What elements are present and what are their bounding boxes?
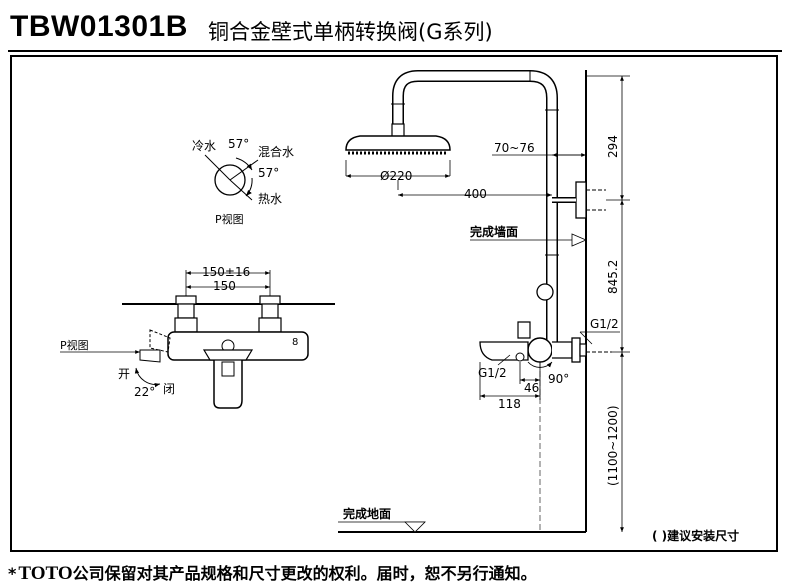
- dim-845-label: 845.2: [606, 260, 620, 294]
- thread-right-label: G1/2: [590, 317, 619, 331]
- dim-150: 150: [213, 279, 236, 293]
- hot-line: [229, 179, 253, 201]
- dim-46-label: 46: [524, 381, 539, 395]
- shower-pipe: [392, 70, 558, 350]
- handle-circle: [214, 164, 246, 196]
- title-bar: TBW01301B 铜合金壁式单柄转换阀(G系列): [8, 2, 782, 52]
- valve-mark: 8: [292, 337, 298, 348]
- mixed-line: [229, 159, 259, 181]
- offset-70-76-label: 70~76: [494, 141, 535, 155]
- spout: [213, 360, 243, 409]
- valve-front-view: 150±16 150 8 P视图 开 22° 闭: [60, 265, 335, 409]
- close-label: 闭: [163, 382, 175, 396]
- lever-angle-label: 22°: [134, 385, 155, 399]
- p-view-label: P视图: [215, 212, 244, 226]
- head-diameter-label: Ø220: [380, 169, 412, 183]
- thread-left-label: G1/2: [478, 366, 507, 380]
- dim-294-label: 294: [606, 135, 620, 158]
- p-view-front-label: P视图: [60, 338, 89, 352]
- disclaimer-text: 公司保留对其产品规格和尺寸更改的权利。届时，恕不另行通知。: [72, 564, 537, 583]
- angle-bottom-label: 57°: [258, 166, 279, 180]
- handle-angle-diagram: 冷水 57° 混合水 57° 热水 P视图: [192, 137, 294, 226]
- angle-arc-bottom: [245, 177, 253, 197]
- cold-water-label: 冷水: [192, 139, 216, 153]
- asterisk: *: [8, 564, 17, 583]
- dim-90-label: 90°: [548, 372, 569, 386]
- dim-install-label: (1100~1200): [606, 406, 620, 487]
- dim-150-16: 150±16: [202, 265, 250, 279]
- shower-side-view: 完成地面 Ø220 400 70~76 完成墙面: [338, 70, 739, 543]
- mixer-valve: [527, 337, 553, 363]
- model-number: TBW01301B: [10, 10, 188, 43]
- install-note: ( )建议安装尺寸: [652, 528, 739, 543]
- disclaimer: *TOTO公司保留对其产品规格和尺寸更改的权利。届时，恕不另行通知。: [8, 560, 537, 585]
- title-rule: [8, 50, 782, 52]
- hot-water-label: 热水: [258, 192, 282, 206]
- drawing-frame: [10, 55, 778, 552]
- angle-top-label: 57°: [228, 137, 249, 151]
- finished-wall-label: 完成墙面: [470, 224, 518, 239]
- shower-head: [345, 135, 451, 151]
- open-label: 开: [118, 367, 130, 381]
- dim-118-label: 118: [498, 397, 521, 411]
- finished-floor-label: 完成地面: [343, 506, 391, 521]
- reach-400-label: 400: [464, 187, 487, 201]
- mixed-water-label: 混合水: [258, 144, 294, 159]
- brand-name: TOTO: [18, 563, 73, 584]
- product-title: 铜合金壁式单柄转换阀(G系列): [208, 20, 493, 44]
- cold-line: [204, 154, 231, 181]
- angle-arc-top: [235, 157, 253, 171]
